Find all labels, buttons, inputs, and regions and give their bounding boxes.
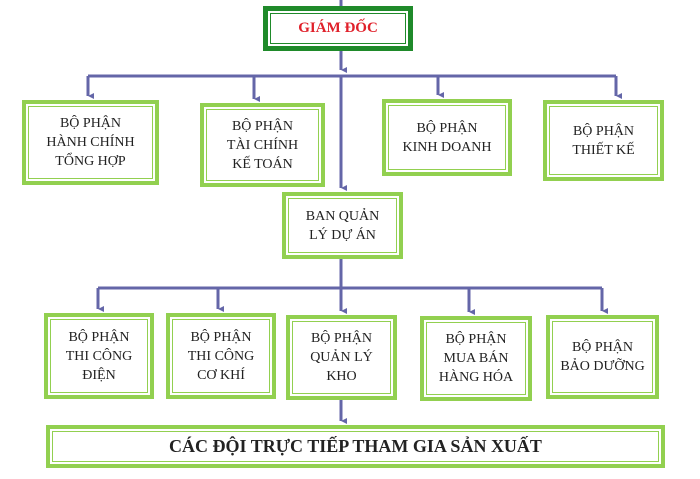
box-ban-quan-ly-du-an: BAN QUẢN LÝ DỰ ÁN (282, 192, 403, 259)
box-label: BỘ PHẬN HÀNH CHÍNH TỔNG HỢP (46, 116, 135, 169)
box-kinh-doanh: BỘ PHẬN KINH DOANH (382, 99, 512, 176)
box-label: BỘ PHẬN THI CÔNG ĐIỆN (65, 329, 133, 383)
box-thi-cong-dien: BỘ PHẬN THI CÔNG ĐIỆN (44, 313, 154, 399)
box-label: BỘ PHẬN THI CÔNG CƠ KHÍ (187, 329, 255, 383)
box-mua-ban-hang-hoa: BỘ PHẬN MUA BÁN HÀNG HÓA (420, 316, 532, 401)
box-label: BAN QUẢN LÝ DỰ ÁN (305, 208, 380, 243)
box-label: BỘ PHẬN KINH DOANH (402, 120, 492, 155)
box-label: BỘ PHẬN THIẾT KẾ (572, 123, 635, 158)
box-quan-ly-kho: BỘ PHẬN QUẢN LÝ KHO (286, 315, 397, 400)
box-label: BỘ PHẬN MUA BÁN HÀNG HÓA (438, 332, 514, 385)
box-bao-duong: BỘ PHẬN BẢO DƯỠNG (546, 315, 659, 399)
box-thi-cong-co-khi: BỘ PHẬN THI CÔNG CƠ KHÍ (166, 313, 276, 399)
box-cac-doi-truc-tiep: CÁC ĐỘI TRỰC TIẾP THAM GIA SẢN XUẤT (46, 425, 665, 468)
box-giam-doc: GIÁM ĐỐC (263, 6, 413, 51)
box-thiet-ke: BỘ PHẬN THIẾT KẾ (543, 100, 664, 181)
box-label: BỘ PHẬN TÀI CHÍNH KẾ TOÁN (226, 118, 299, 172)
box-hanh-chinh-tong-hop: BỘ PHẬN HÀNH CHÍNH TỔNG HỢP (22, 100, 159, 185)
box-label: BỘ PHẬN QUẢN LÝ KHO (310, 331, 373, 384)
box-label: GIÁM ĐỐC (298, 20, 378, 36)
box-label: BỘ PHẬN BẢO DƯỠNG (560, 340, 645, 374)
box-label: CÁC ĐỘI TRỰC TIẾP THAM GIA SẢN XUẤT (169, 436, 542, 456)
box-tai-chinh-ke-toan: BỘ PHẬN TÀI CHÍNH KẾ TOÁN (200, 103, 325, 187)
